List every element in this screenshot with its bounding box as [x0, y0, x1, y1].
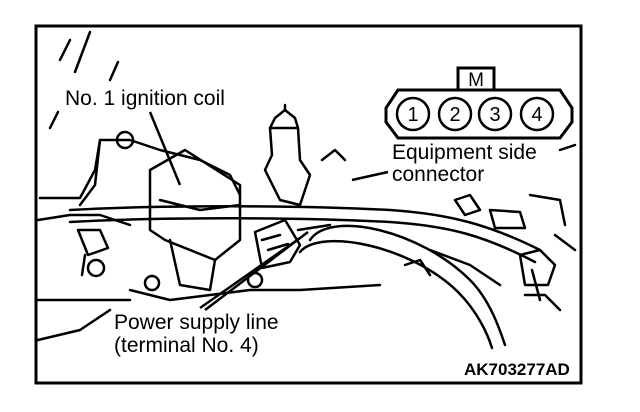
equipment-side-label: Equipment side	[390, 141, 539, 164]
power-supply-line-label: Power supply line	[112, 311, 281, 334]
connector-key	[456, 66, 496, 92]
leader-power-supply-2	[204, 231, 309, 311]
terminal-label: (terminal No. 4)	[112, 334, 261, 357]
connector-pin-1	[395, 96, 431, 132]
ignition-coil-label: No. 1 ignition coil	[63, 87, 227, 110]
connector-pin-4	[519, 96, 555, 132]
connector-pin-label-2: 2	[449, 104, 460, 126]
leader-ignition-coil	[148, 111, 182, 186]
leader-lines	[148, 111, 389, 311]
leader-equipment-connector	[351, 170, 389, 182]
figure-code: AK703277AD	[462, 360, 572, 380]
connector-label: connector	[390, 163, 487, 186]
connector-diagram: M 1 2 3 4	[384, 66, 574, 140]
connector-pin-label-4: 4	[531, 104, 542, 126]
connector-pin-label-1: 1	[407, 104, 418, 126]
engine-illustration	[36, 30, 577, 350]
connector-pins: 1 2 3 4	[395, 96, 555, 132]
connector-pin-label-3: 3	[489, 104, 500, 126]
connector-pin-2	[437, 96, 473, 132]
connector-pin-3	[477, 96, 513, 132]
connector-key-letter: M	[468, 70, 484, 91]
